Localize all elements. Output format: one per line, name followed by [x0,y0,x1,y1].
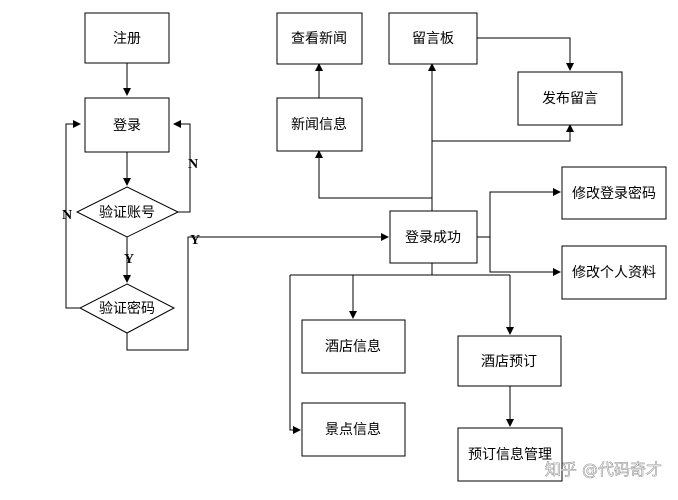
arrow-account-fail-login [173,120,191,213]
node-hotel-info-label: 酒店信息 [325,338,381,355]
node-edit-profile-label: 修改个人资料 [572,265,656,281]
node-login-success-label: 登录成功 [405,230,461,246]
node-hotel-booking-label: 酒店预订 [481,354,537,370]
node-hotel-booking: 酒店预订 [457,335,562,387]
node-login-label: 登录 [113,118,141,134]
node-message-board: 留言板 [388,12,478,65]
arrow-success-post [432,124,574,142]
arrow-success-change-password [477,188,561,238]
node-post-message-label: 发布留言 [542,91,598,107]
node-hotel-info: 酒店信息 [301,319,406,374]
node-register: 注册 [84,12,170,64]
node-view-news: 查看新闻 [276,12,363,65]
node-verify-account: 验证账号 [75,186,180,238]
watermark: 知乎 @代码奇才 [545,460,662,479]
arrow-success-news-info [315,150,432,199]
flag-no-account: N [188,157,198,172]
node-login: 登录 [84,97,170,153]
node-news-info: 新闻信息 [276,97,363,152]
arrow-password-fail-login [65,120,81,309]
node-view-news-label: 查看新闻 [291,31,347,47]
arrow-message-board-post [477,37,574,71]
node-change-password-label: 修改登录密码 [572,185,656,202]
connectors [65,37,574,434]
flag-yes-account: Y [124,252,134,267]
node-change-password: 修改登录密码 [561,166,667,220]
node-message-board-label: 留言板 [412,31,454,47]
flag-yes-password: Y [190,233,200,248]
node-edit-profile: 修改个人资料 [561,245,667,300]
node-verify-password-label: 验证密码 [99,300,155,317]
flag-no-password: N [62,208,72,223]
node-booking-manage: 预订信息管理 [457,427,563,482]
node-login-success: 登录成功 [389,210,478,264]
node-scenic-info: 景点信息 [301,402,406,457]
node-verify-account-label: 验证账号 [99,205,155,221]
arrow-success-scenic-info [289,275,301,434]
node-booking-manage-label: 预订信息管理 [468,446,552,463]
node-news-info-label: 新闻信息 [291,116,347,133]
node-register-label: 注册 [113,31,141,47]
arrow-password-ok-success [126,233,389,351]
arrow-success-edit-profile [489,237,561,276]
node-verify-password: 验证密码 [78,283,176,334]
node-scenic-info-label: 景点信息 [325,421,381,438]
node-post-message: 发布留言 [517,71,623,126]
